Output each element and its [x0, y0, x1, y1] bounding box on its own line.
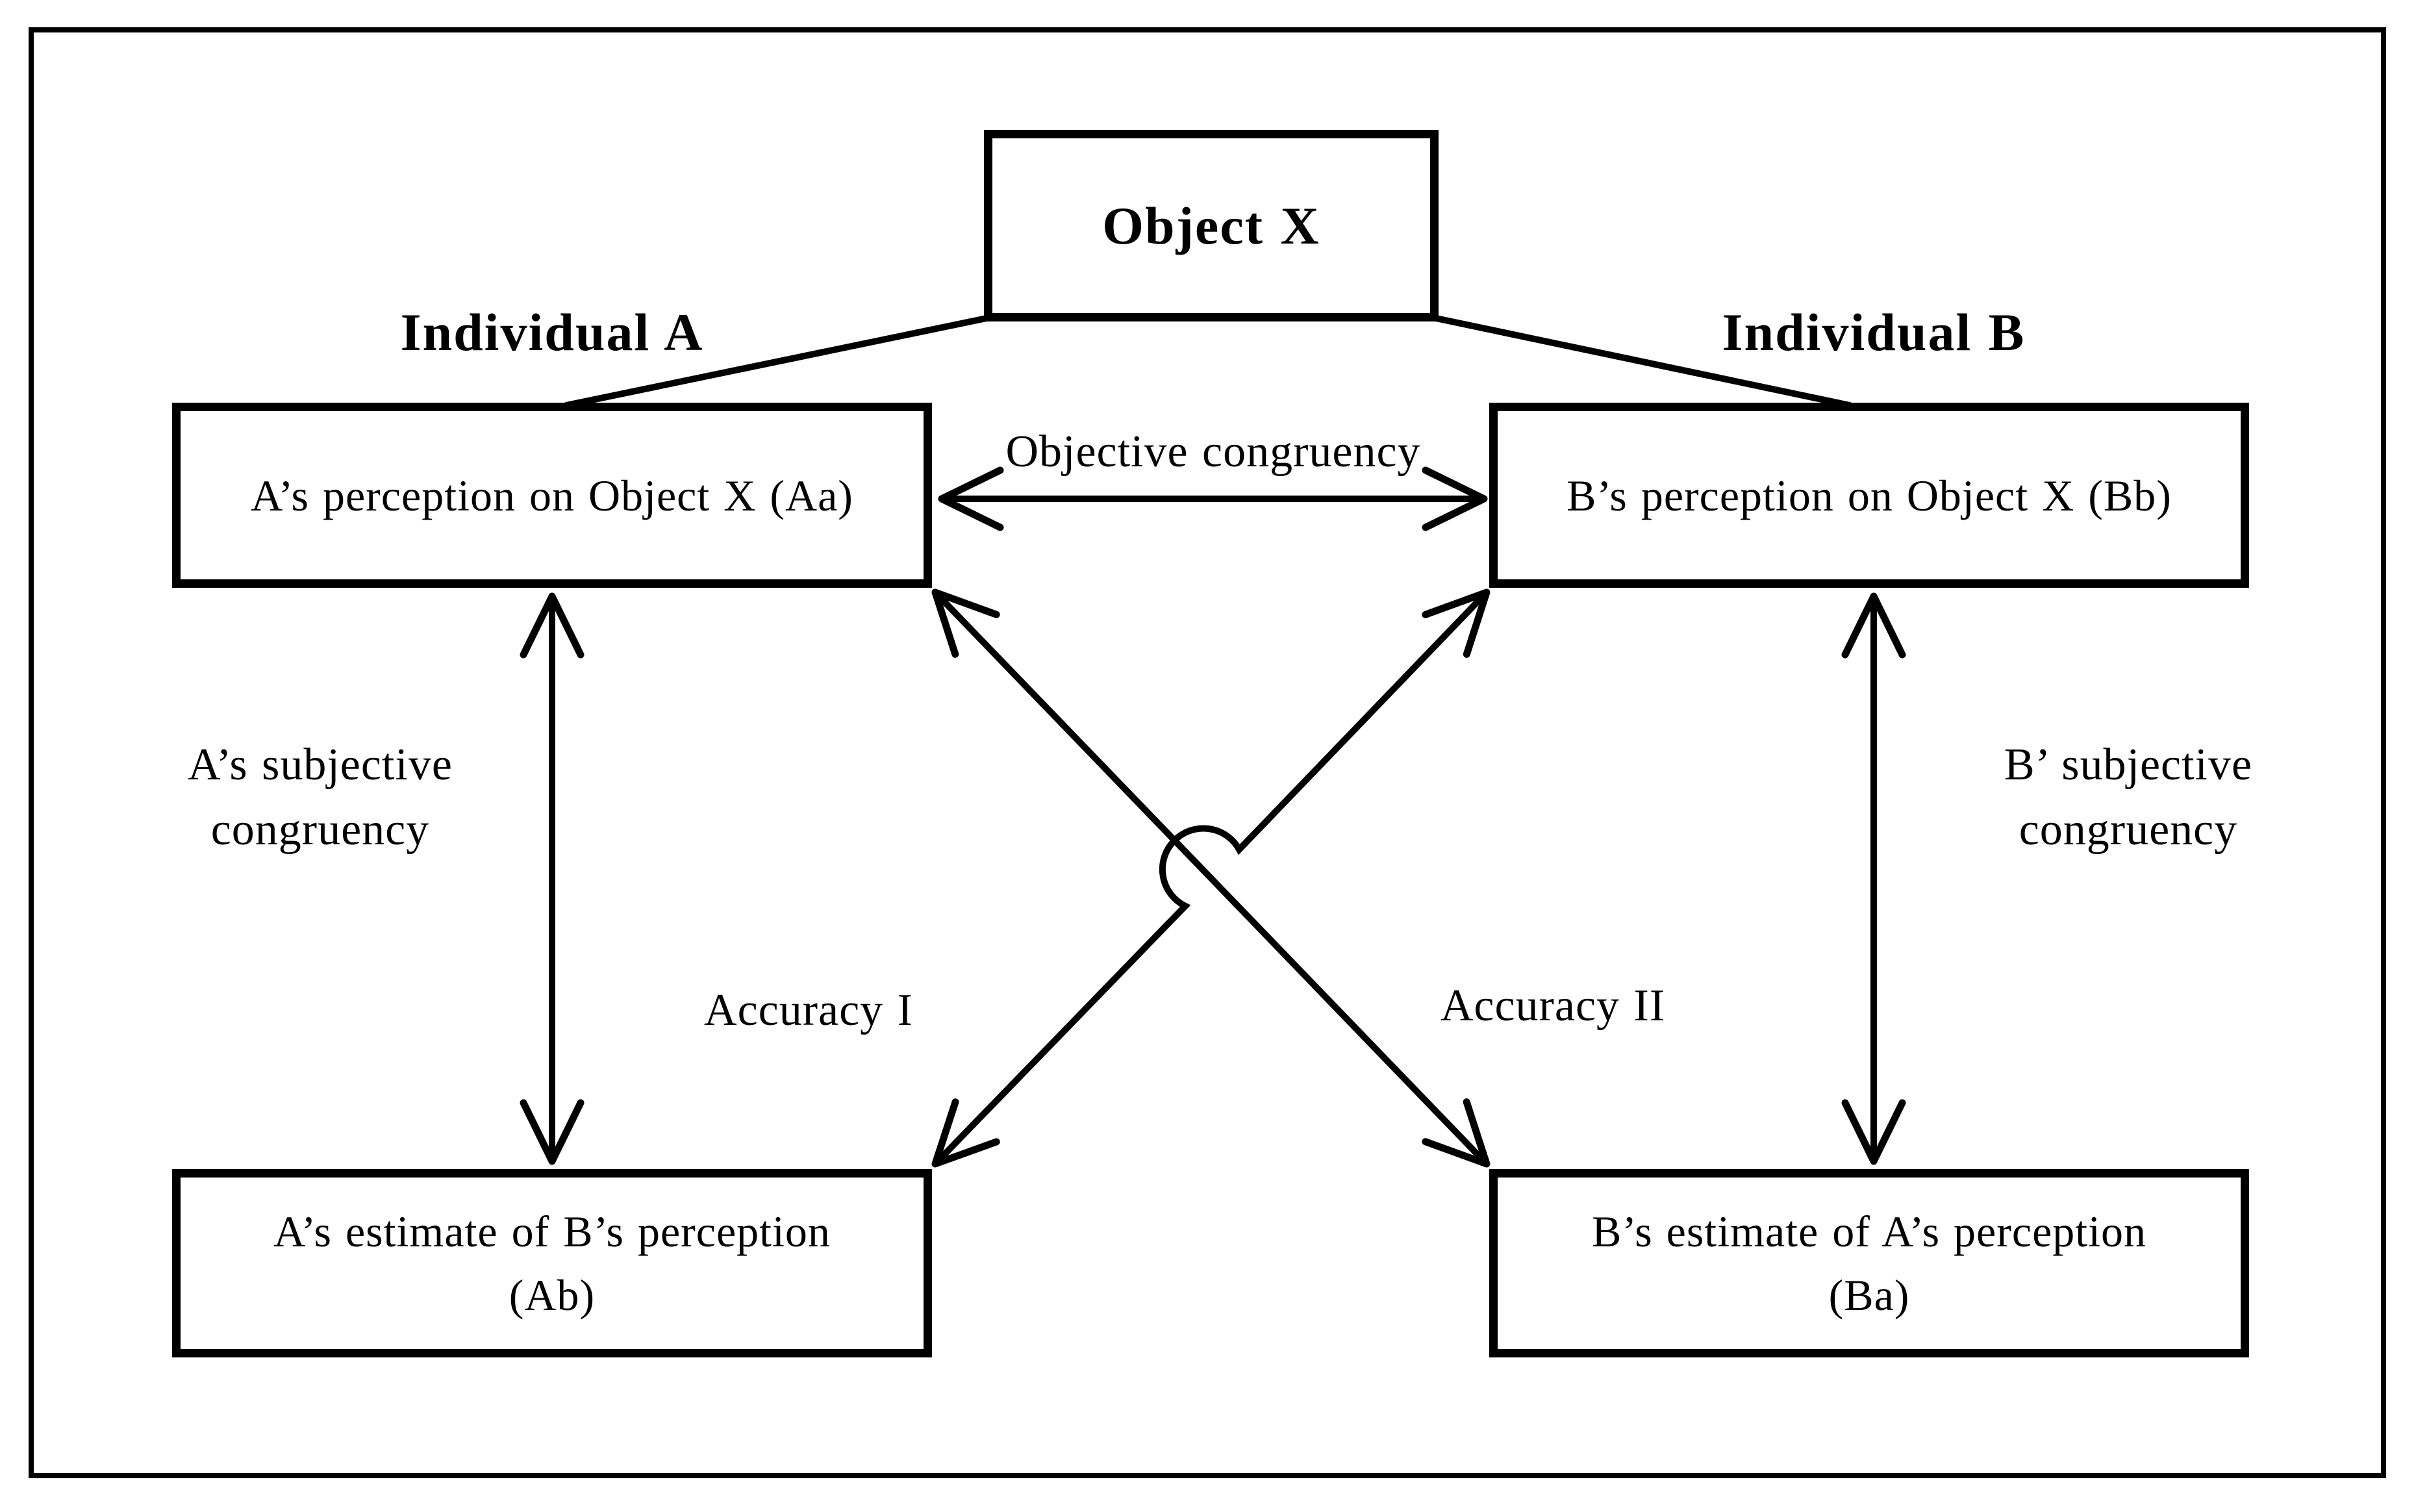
objectx-to-a-line: [563, 315, 990, 409]
a-estimate-box: A’s estimate of B’s perception (Ab): [172, 1169, 932, 1357]
a-estimate-line2: (Ab): [509, 1270, 596, 1320]
b-subjective-line1: B’ subjective: [2004, 740, 2253, 790]
b-perception-label: B’s perception on Object X (Bb): [1567, 470, 2172, 520]
b-estimate-line2: (Ba): [1828, 1270, 1910, 1320]
a-perception-box: A’s perception on Object X (Aa): [172, 403, 932, 588]
b-estimate-box: B’s estimate of A’s perception (Ba): [1489, 1169, 2249, 1357]
individual-b-heading: Individual B: [1722, 303, 2026, 362]
accuracy-2-arrow-with-line-hop: [931, 588, 1491, 1168]
b-estimate-line1: B’s estimate of A’s perception: [1591, 1207, 2147, 1256]
b-subjective-line2: congruency: [2019, 805, 2238, 855]
individual-a-heading: Individual A: [400, 303, 704, 362]
accuracy-2-label: Accuracy II: [1440, 981, 1666, 1031]
a-subjective-congruency-label: A’s subjective congruency: [188, 733, 453, 863]
outer-border: [29, 27, 2386, 1478]
a-estimate-line1: A’s estimate of B’s perception: [273, 1207, 831, 1256]
b-subjective-congruency-label: B’ subjective congruency: [2004, 733, 2252, 863]
objectx-to-b-line: [1433, 315, 1853, 409]
b-perception-box: B’s perception on Object X (Bb): [1489, 403, 2249, 588]
a-subjective-line2: congruency: [210, 805, 430, 855]
accuracy-1-label: Accuracy I: [704, 985, 913, 1035]
objective-congruency-label: Objective congruency: [1005, 427, 1421, 477]
a-perception-label: A’s perception on Object X (Aa): [251, 470, 853, 520]
object-x-label: Object X: [1102, 195, 1320, 255]
object-x-box: Object X: [984, 130, 1439, 321]
objectx-connector-lines: [563, 315, 1853, 409]
a-subjective-line1: A’s subjective: [188, 740, 453, 790]
